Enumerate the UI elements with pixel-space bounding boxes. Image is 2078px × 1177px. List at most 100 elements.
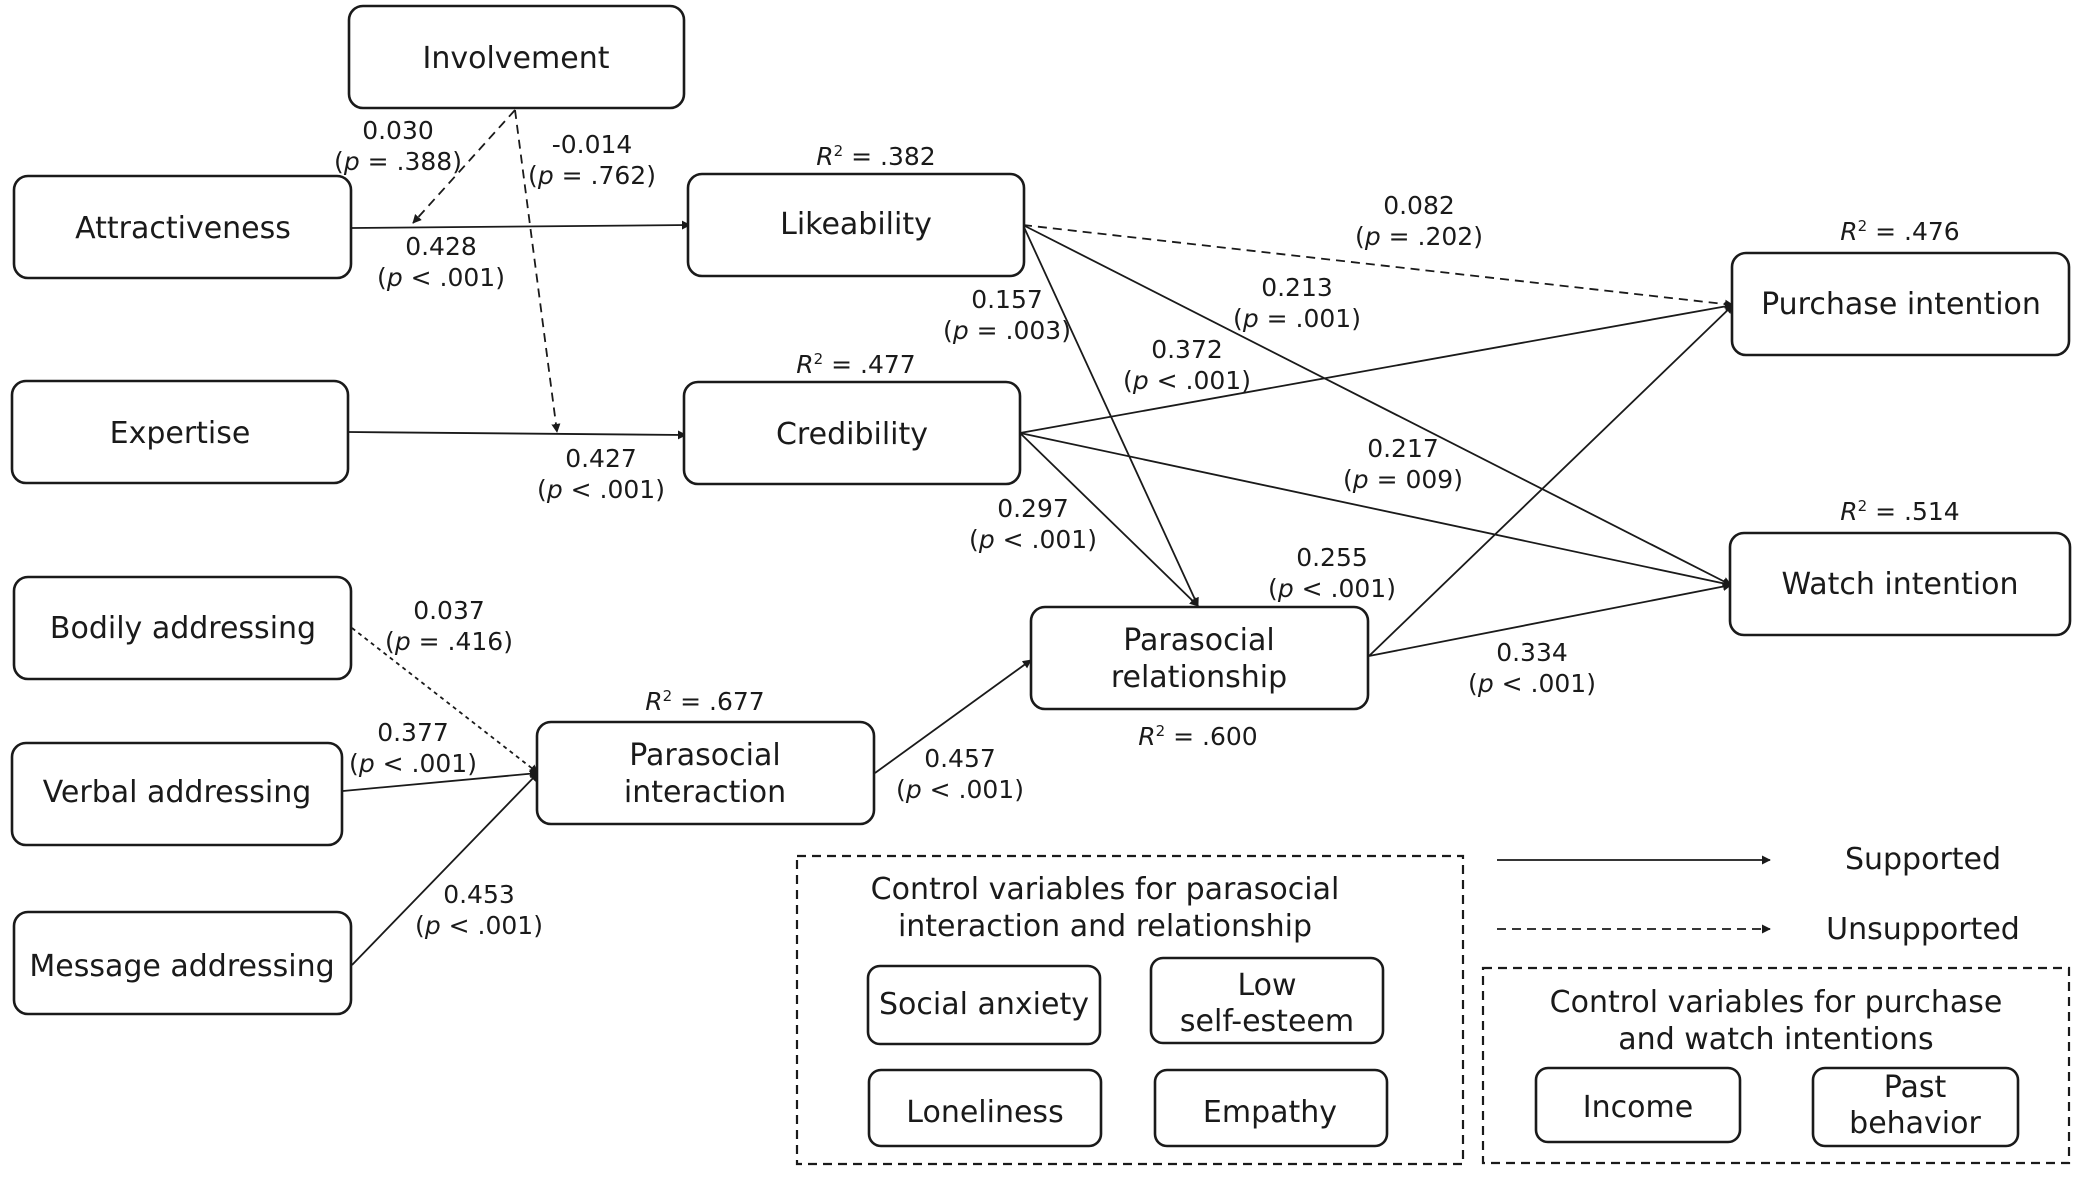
path-attr-like-p: (p < .001)	[377, 263, 505, 292]
edge-message-parasocial-interaction	[351, 772, 539, 966]
node-parasocial-interaction-label-2: interaction	[624, 775, 786, 810]
path-msg-psi-p: (p < .001)	[415, 911, 543, 940]
node-involvement-label: Involvement	[423, 41, 610, 76]
edge-credibility-parasocial-relationship	[1019, 432, 1199, 607]
edge-involvement-credibility-path	[514, 109, 561, 433]
path-exp-cred-p: (p < .001)	[537, 475, 665, 504]
legend: Supported Unsupported	[1826, 842, 2020, 947]
r2-parasocial-interaction: R2 = .677	[645, 687, 764, 716]
controls-intentions-title-1: Control variables for purchase	[1550, 985, 2003, 1020]
node-parasocial-interaction: Parasocial interaction	[535, 720, 876, 826]
edge-parasocial-interaction-relationship	[874, 659, 1032, 774]
path-psr-purch-p: (p < .001)	[1268, 574, 1396, 603]
node-bodily-addressing-label: Bodily addressing	[50, 611, 316, 646]
node-parasocial-interaction-label-1: Parasocial	[629, 738, 780, 773]
node-credibility: Credibility	[682, 380, 1022, 486]
control-social-anxiety: Social anxiety	[866, 964, 1102, 1046]
path-inv-attr-coef: 0.030	[362, 116, 434, 145]
node-attractiveness: Attractiveness	[12, 174, 353, 280]
node-expertise-label: Expertise	[110, 416, 251, 451]
path-inv-attr-p: (p = .388)	[334, 147, 462, 176]
edge-parasocial-relationship-watch	[1368, 582, 1732, 657]
controls-parasocial-title-2: interaction and relationship	[898, 909, 1312, 944]
r2-purchase-intention: R2 = .476	[1840, 217, 1959, 246]
control-income: Income	[1534, 1066, 1742, 1144]
edge-credibility-purchase	[1019, 302, 1734, 434]
path-like-watch-p: (p = .001)	[1233, 304, 1361, 333]
path-like-watch-coef: 0.213	[1261, 273, 1333, 302]
node-credibility-label: Credibility	[776, 417, 928, 452]
control-loneliness-label: Loneliness	[906, 1095, 1063, 1130]
node-parasocial-relationship-label-2: relationship	[1111, 660, 1287, 695]
path-inv-cred-coef: -0.014	[552, 130, 633, 159]
edges	[342, 109, 1771, 966]
control-empathy-label: Empathy	[1203, 1095, 1337, 1130]
node-verbal-addressing-label: Verbal addressing	[43, 775, 312, 810]
path-msg-psi-coef: 0.453	[443, 880, 515, 909]
node-expertise: Expertise	[10, 379, 350, 485]
node-message-addressing: Message addressing	[12, 910, 353, 1016]
control-low-self-esteem: Low self-esteem	[1149, 956, 1385, 1045]
control-social-anxiety-label: Social anxiety	[879, 987, 1089, 1022]
control-low-self-esteem-label-1: Low	[1237, 968, 1296, 1003]
edge-attractiveness-likeability	[351, 220, 691, 230]
node-bodily-addressing: Bodily addressing	[12, 575, 353, 681]
controls-intentions-title-2: and watch intentions	[1618, 1022, 1933, 1057]
control-past-behavior-label-2: behavior	[1849, 1106, 1981, 1141]
path-psi-psr-coef: 0.457	[924, 744, 996, 773]
node-parasocial-relationship: Parasocial relationship	[1029, 605, 1370, 711]
edge-involvement-attractiveness-path	[412, 109, 516, 224]
node-likeability-label: Likeability	[780, 207, 932, 242]
control-past-behavior-label-1: Past	[1884, 1070, 1947, 1105]
path-verb-psi-p: (p < .001)	[349, 749, 477, 778]
controls-parasocial-box: Control variables for parasocial interac…	[795, 854, 1465, 1166]
node-involvement: Involvement	[347, 4, 686, 110]
path-bod-psi-coef: 0.037	[413, 596, 485, 625]
r2-likeability: R2 = .382	[816, 142, 935, 171]
control-past-behavior: Past behavior	[1811, 1066, 2020, 1148]
node-likeability: Likeability	[686, 172, 1026, 278]
node-purchase-intention-label: Purchase intention	[1761, 287, 2041, 322]
control-income-label: Income	[1583, 1090, 1693, 1125]
node-verbal-addressing: Verbal addressing	[10, 741, 344, 847]
path-cred-psr-coef: 0.297	[997, 494, 1069, 523]
legend-supported-label: Supported	[1845, 842, 2001, 877]
path-verb-psi-coef: 0.377	[377, 718, 449, 747]
path-psr-watch-p: (p < .001)	[1468, 669, 1596, 698]
edge-likeability-watch	[1022, 224, 1732, 586]
node-watch-intention: Watch intention	[1728, 531, 2072, 637]
edge-expertise-credibility	[347, 430, 687, 440]
path-like-psr-coef: 0.157	[971, 285, 1043, 314]
path-like-purch-p: (p = .202)	[1355, 222, 1483, 251]
node-message-addressing-label: Message addressing	[29, 949, 334, 984]
edge-likeability-parasocial-relationship	[1022, 224, 1199, 607]
r2-parasocial-relationship: R2 = .600	[1138, 722, 1257, 751]
control-loneliness: Loneliness	[867, 1068, 1103, 1148]
path-psr-watch-coef: 0.334	[1496, 638, 1568, 667]
path-cred-watch-coef: 0.217	[1367, 434, 1439, 463]
path-psr-purch-coef: 0.255	[1296, 543, 1368, 572]
path-like-psr-p: (p = .003)	[943, 316, 1071, 345]
control-low-self-esteem-label-2: self-esteem	[1180, 1004, 1354, 1039]
legend-unsupported-label: Unsupported	[1826, 912, 2020, 947]
controls-intentions-box: Control variables for purchase and watch…	[1481, 966, 2071, 1165]
control-empathy: Empathy	[1153, 1068, 1389, 1148]
controls-parasocial-title-1: Control variables for parasocial	[871, 872, 1340, 907]
path-exp-cred-coef: 0.427	[565, 444, 637, 473]
r2-labels: R2 = .382 R2 = .477 R2 = .677 R2 = .600 …	[645, 142, 1959, 751]
path-cred-purch-coef: 0.372	[1151, 335, 1223, 364]
node-purchase-intention: Purchase intention	[1730, 251, 2071, 357]
edge-verbal-parasocial-interaction	[342, 769, 539, 792]
r2-watch-intention: R2 = .514	[1840, 497, 1959, 526]
node-parasocial-relationship-label-1: Parasocial	[1123, 623, 1274, 658]
path-cred-purch-p: (p < .001)	[1123, 366, 1251, 395]
path-labels: 0.030 (p = .388) -0.014 (p = .762) 0.428…	[334, 116, 1596, 940]
path-bod-psi-p: (p = .416)	[385, 627, 513, 656]
path-psi-psr-p: (p < .001)	[896, 775, 1024, 804]
path-attr-like-coef: 0.428	[405, 232, 477, 261]
r2-credibility: R2 = .477	[796, 350, 915, 379]
path-inv-cred-p: (p = .762)	[528, 161, 656, 190]
path-cred-psr-p: (p < .001)	[969, 525, 1097, 554]
node-attractiveness-label: Attractiveness	[75, 211, 291, 246]
